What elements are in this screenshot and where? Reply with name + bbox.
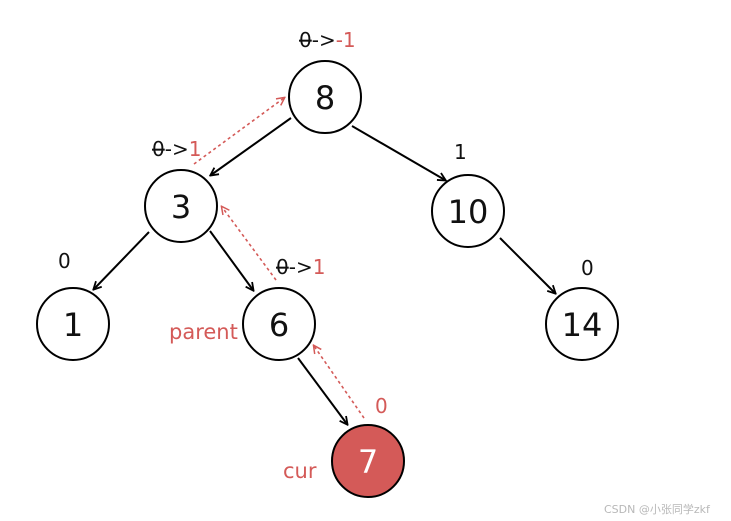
balance-factor-1: 0 [58, 249, 71, 273]
balance-factor-10: 1 [454, 140, 467, 164]
node-1: 1 [36, 287, 110, 361]
node-value: 8 [315, 79, 335, 117]
watermark: CSDN @小张同学zkf [604, 502, 711, 516]
edge-3-6 [209, 230, 253, 290]
node-10: 10 [431, 174, 505, 248]
node-14: 14 [545, 287, 619, 361]
balance-factor-7: 0 [375, 394, 388, 418]
balance-factor-6: 0->1 [276, 255, 325, 279]
bf-arrow: -> [289, 255, 313, 279]
update-path-7-6 [314, 346, 365, 419]
balance-factor-3: 0->1 [152, 137, 201, 161]
edge-3-1 [94, 231, 150, 289]
edge-8-10 [351, 125, 445, 180]
edge-8-3 [211, 117, 292, 175]
update-path-3-8 [193, 98, 284, 165]
update-path-6-3 [222, 207, 277, 281]
bf-new: 1 [313, 255, 326, 279]
bf-new: -1 [336, 28, 356, 52]
node-value: 6 [269, 306, 289, 344]
node-value: 14 [562, 306, 603, 344]
node-7-current: 7 [331, 424, 405, 498]
bf-arrow: -> [312, 28, 336, 52]
bf-new: 1 [189, 137, 202, 161]
node-value: 7 [358, 443, 378, 481]
bf-old: 0 [152, 137, 165, 161]
node-3: 3 [144, 169, 218, 243]
balance-factor-8: 0->-1 [299, 28, 356, 52]
bf-arrow: -> [165, 137, 189, 161]
cur-label: cur [283, 459, 317, 483]
balance-factor-14: 0 [581, 256, 594, 280]
edge-10-14 [499, 237, 555, 293]
bf-old: 0 [276, 255, 289, 279]
node-value: 10 [448, 193, 489, 231]
node-value: 1 [63, 306, 83, 344]
parent-label: parent [169, 320, 238, 344]
edge-6-7 [297, 357, 347, 424]
bf-old: 0 [299, 28, 312, 52]
node-value: 3 [171, 188, 191, 226]
node-8: 8 [288, 60, 362, 134]
node-6: 6 [242, 287, 316, 361]
